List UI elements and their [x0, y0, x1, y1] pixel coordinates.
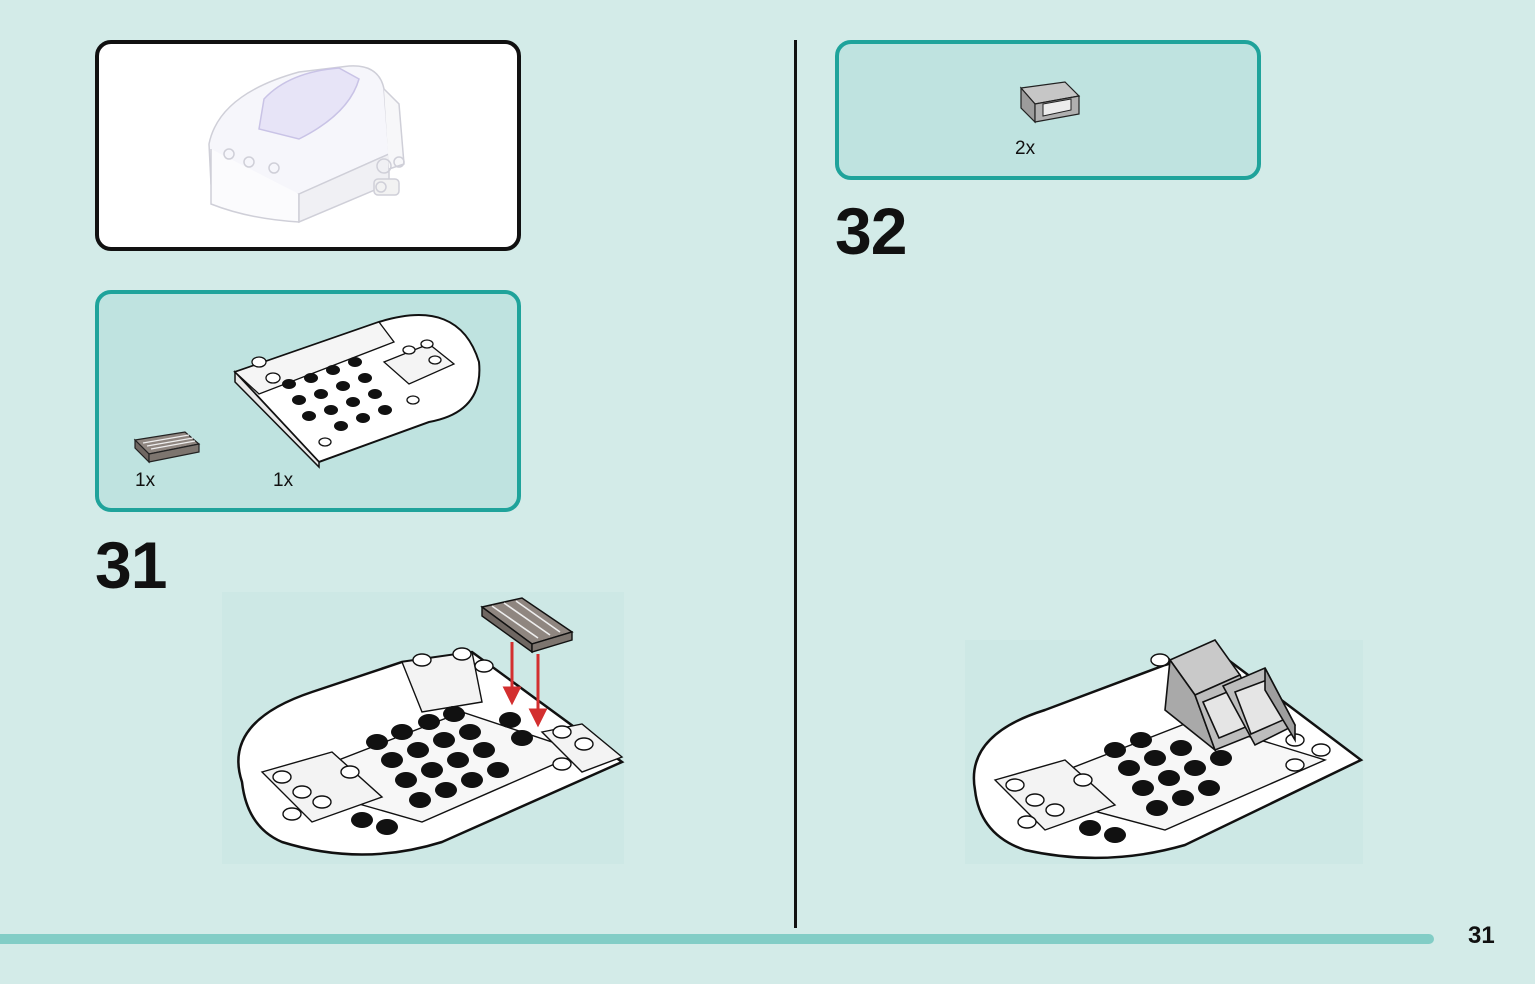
step-31-number: 31 [95, 528, 167, 602]
hull-assembly-icon [233, 314, 481, 469]
step-32-parts-box: 2x [835, 40, 1261, 180]
part-qty-grille: 1x [135, 470, 156, 491]
model-preview-box [95, 40, 521, 251]
step-32-scene [965, 639, 1364, 864]
step-32-number: 32 [835, 194, 907, 268]
submarine-preview-icon [208, 65, 405, 224]
bracket-slope-icon [1019, 81, 1081, 124]
footer-bar [0, 934, 1434, 944]
step-31-scene [222, 592, 625, 864]
step-31-build-illustration [237, 597, 625, 856]
grille-tile-icon [133, 431, 201, 464]
page-number: 31 [1468, 922, 1495, 949]
step-32-build-illustration [972, 639, 1364, 860]
part-qty-hull: 1x [273, 470, 294, 491]
step-31-parts-box: 1x 1x [95, 290, 521, 512]
page-divider [794, 40, 797, 928]
part-qty-bracket: 2x [1015, 138, 1036, 159]
